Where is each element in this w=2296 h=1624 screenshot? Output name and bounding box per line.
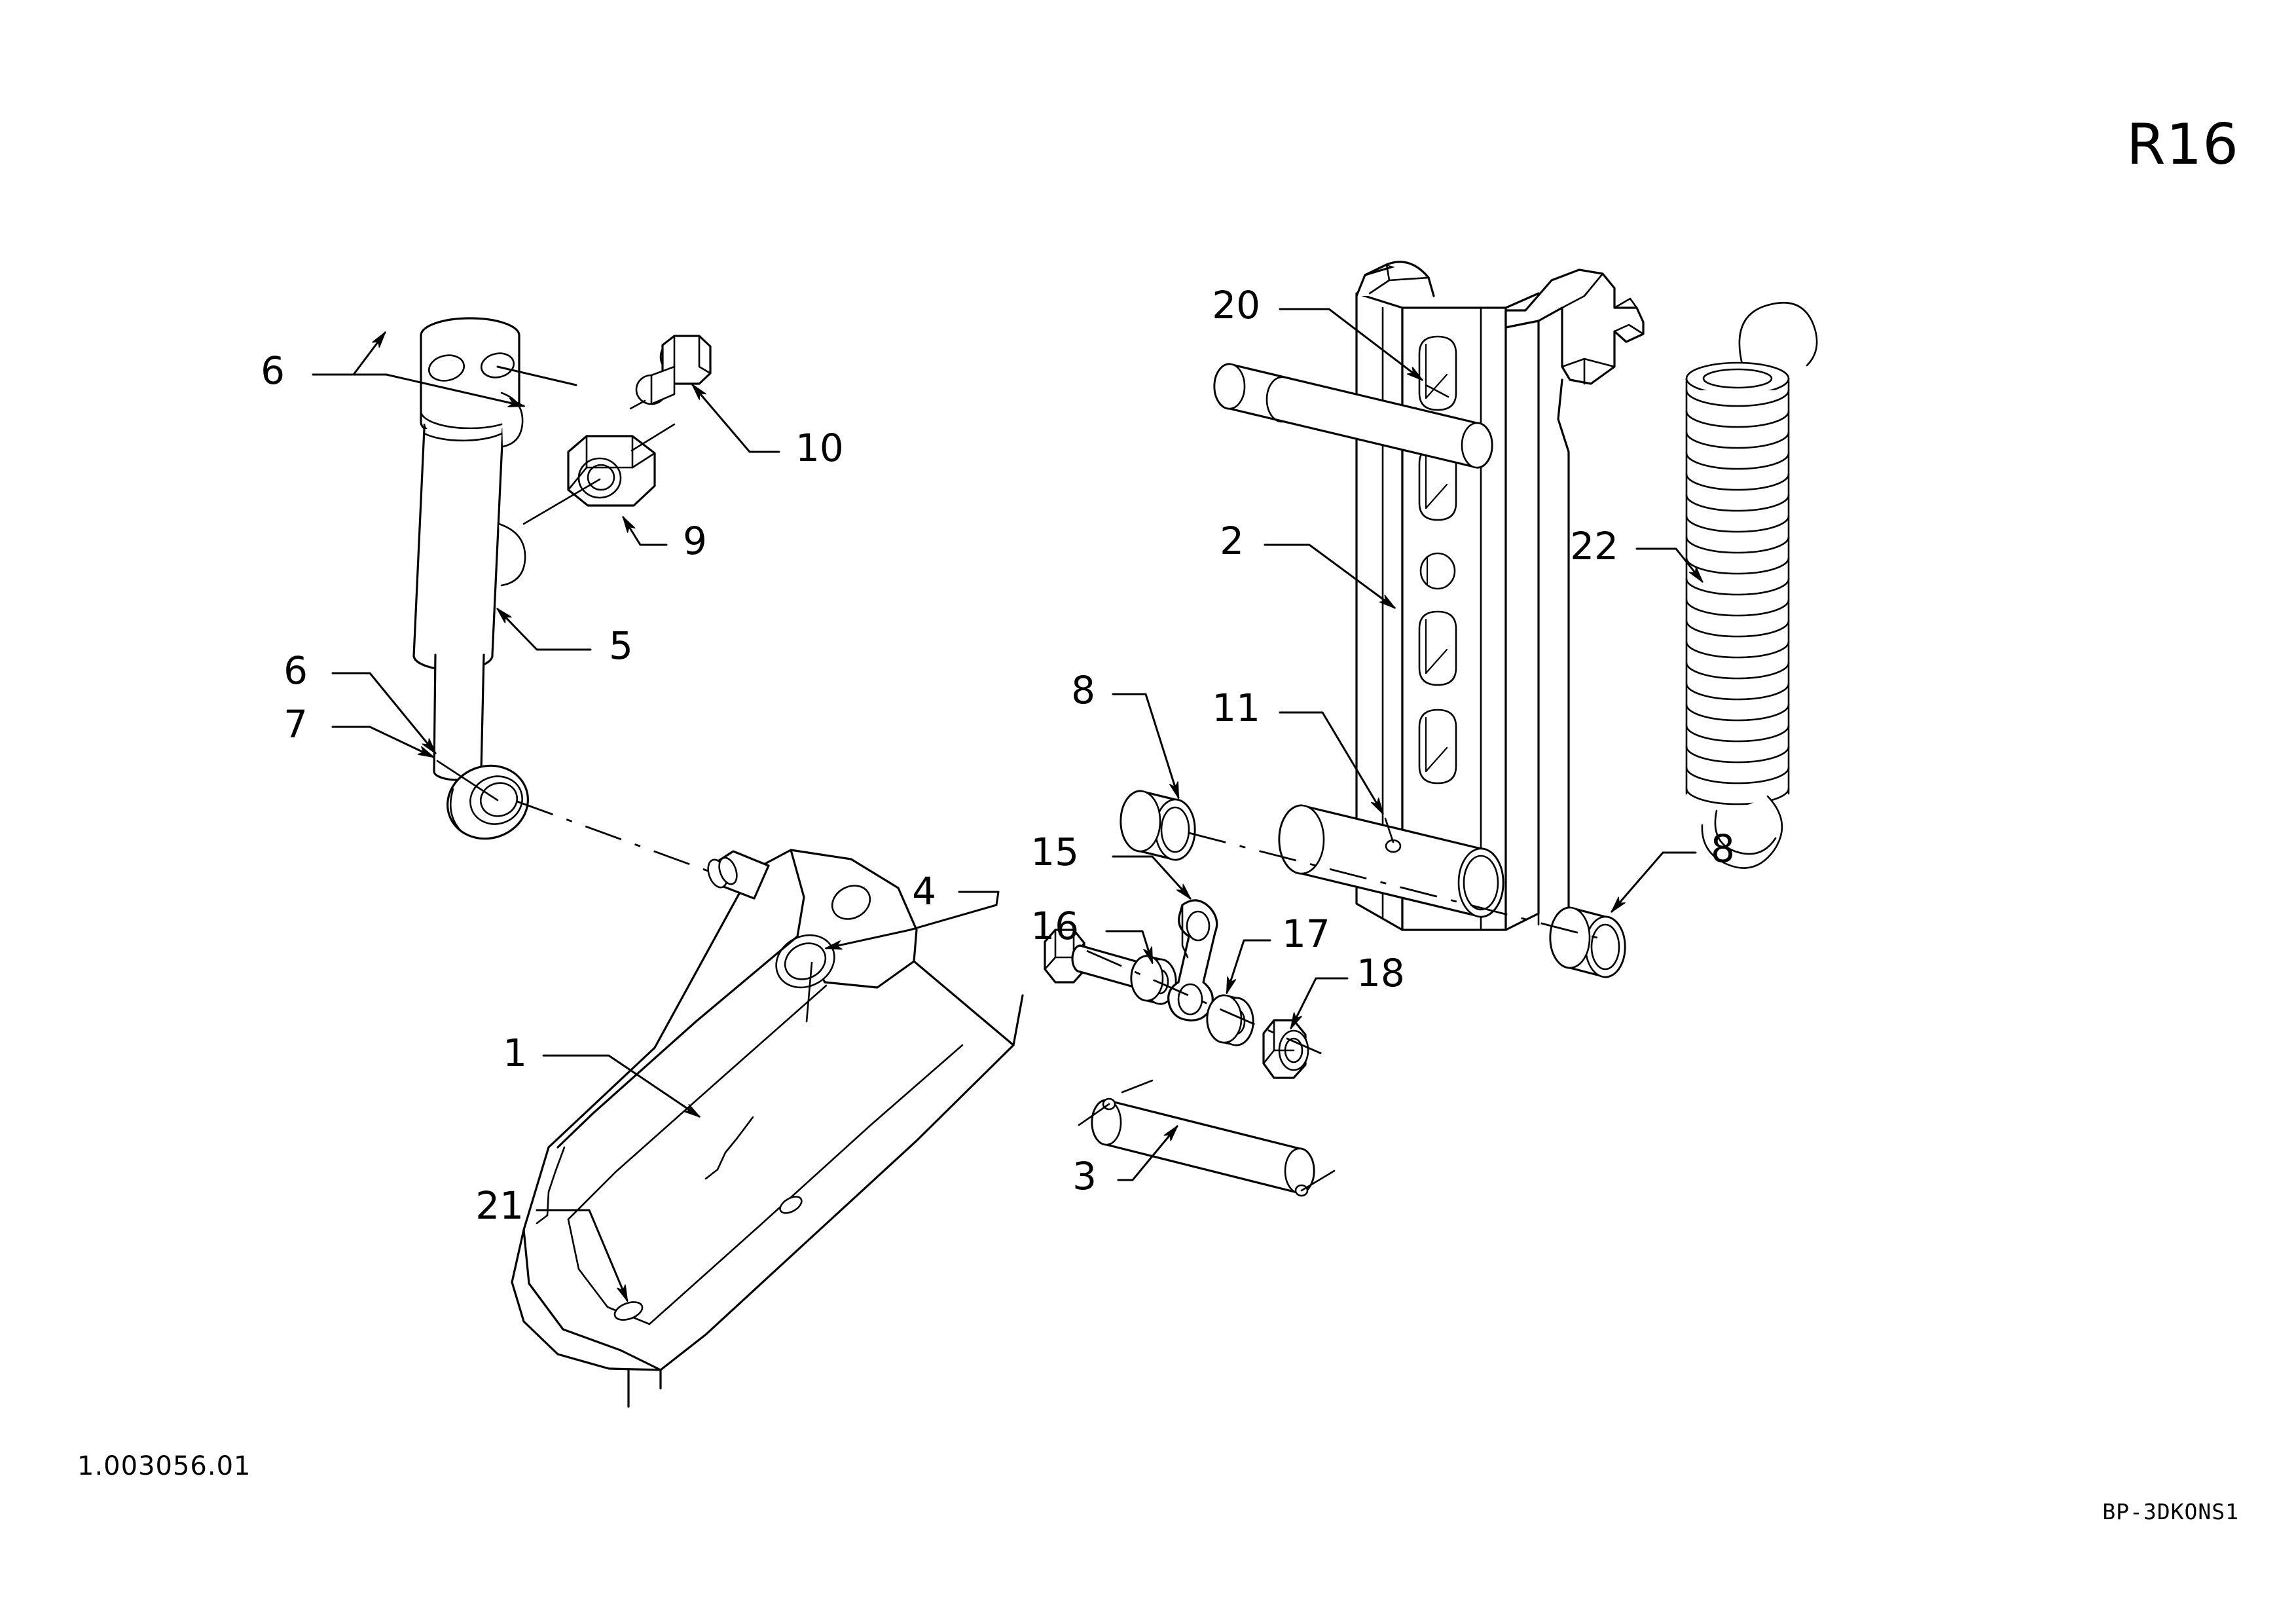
leader-4 (826, 891, 1000, 948)
leader-20 (1279, 308, 1422, 380)
part-vertical-rail (1355, 261, 1645, 931)
callout-label-3: 3 (1072, 1154, 1097, 1198)
leader-11-tail (1384, 817, 1394, 843)
callout-label-4: 4 (912, 869, 936, 913)
leader-22 (1635, 547, 1702, 581)
callout-labels: 6 2 3 4 5 6 7 8 8 9 10 11 15 16 17 18 20… (261, 283, 1735, 1228)
part-pivot-tube (1278, 804, 1504, 918)
leader-3 (1117, 1126, 1177, 1181)
callout-label-21: 21 (475, 1183, 524, 1228)
part-bushing-right-8 (1549, 906, 1626, 978)
rail-slots (1418, 335, 1457, 784)
drawing-number: 1.003056.01 (77, 1451, 251, 1481)
bracket-pin-stub (707, 850, 770, 900)
callout-label-20: 20 (1212, 283, 1260, 327)
axis-shock-bracket (517, 800, 720, 876)
part-bushing-left-8 (1120, 790, 1196, 861)
part-washer-16 (1130, 955, 1177, 1005)
leader-6-lower (331, 672, 435, 753)
callout-label-2: 2 (1220, 519, 1244, 563)
callout-label-6-upper: 6 (261, 348, 285, 393)
leader-cap-hole (496, 365, 577, 386)
callout-label-8-left: 8 (1071, 668, 1095, 712)
callout-label-17: 17 (1282, 912, 1330, 956)
callout-label-10: 10 (795, 426, 844, 470)
part-flat-washer-17 (1206, 994, 1254, 1046)
leader-7 (331, 726, 433, 757)
spring-coils (1685, 389, 1790, 805)
leader-9-body (522, 478, 601, 525)
leader-21 (536, 1209, 627, 1301)
part-link-plate-15 (1167, 899, 1218, 1022)
callout-label-5: 5 (609, 623, 633, 668)
part-long-pin (1078, 1079, 1336, 1197)
leader-1 (542, 1054, 699, 1116)
callout-label-18: 18 (1357, 951, 1405, 995)
callout-label-8-right: 8 (1711, 826, 1735, 871)
leader-17 (1226, 939, 1271, 993)
leader-15 (1112, 855, 1190, 898)
callout-label-11: 11 (1212, 686, 1260, 730)
leader-2 (1264, 544, 1394, 608)
part-hex-nut-9 (567, 435, 656, 507)
leader-10 (693, 385, 780, 453)
page-title: R16 (2126, 112, 2239, 177)
callout-label-6-lower: 6 (283, 648, 308, 693)
part-shock-absorber (412, 317, 529, 840)
callout-label-15: 15 (1030, 830, 1079, 874)
leader-7-tail (436, 760, 499, 802)
part-cross-tube-upper (1213, 363, 1493, 469)
callout-label-7: 7 (283, 702, 308, 747)
shock-lower-eye (446, 764, 529, 840)
callout-label-22: 22 (1570, 524, 1618, 568)
leader-18 (1291, 977, 1349, 1028)
leader-8-right (1612, 851, 1697, 912)
leader-20-tail (1425, 384, 1449, 398)
part-tension-spring (1685, 302, 1818, 869)
part-hex-nut-18 (1262, 1019, 1309, 1079)
leader-11 (1279, 711, 1383, 813)
leader-9-top (630, 423, 676, 452)
part-grease-nipple (629, 335, 712, 410)
leader-16 (1105, 930, 1154, 963)
leader-5 (498, 609, 592, 651)
leader-8-left (1112, 693, 1180, 798)
callout-label-1: 1 (503, 1031, 527, 1075)
revision-code: BP-3DKONS1 (2102, 1499, 2239, 1524)
leader-6-upper (312, 333, 385, 376)
leader-9 (623, 517, 668, 546)
callout-label-16: 16 (1030, 904, 1079, 948)
callout-label-9: 9 (683, 519, 707, 563)
leader-4-tail (805, 961, 813, 1023)
axis-hardware (1086, 950, 1330, 1058)
part-u-channel-bracket (511, 849, 1024, 1408)
